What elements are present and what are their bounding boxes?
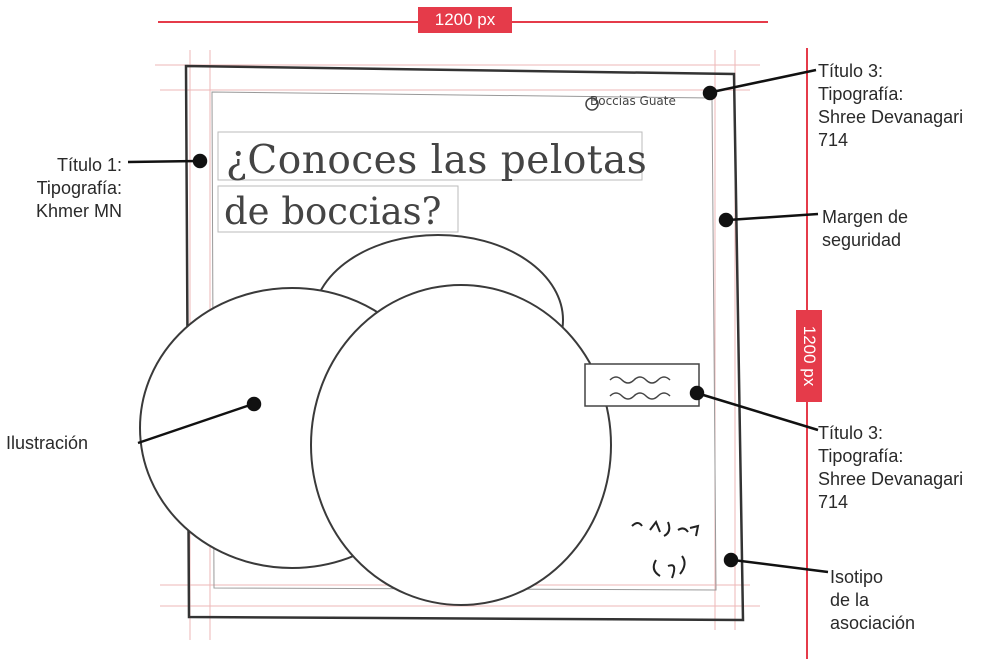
sketch-brand-mark: Boccias Guate (590, 94, 676, 108)
isotype-sketch (631, 519, 700, 579)
annotation-ilustracion: Ilustración (6, 433, 89, 453)
sketch-headline-line2: de boccias? (224, 190, 442, 233)
leader-lines (127, 68, 829, 574)
annotation-titulo-3-middle: Título 3: Tipografía: Shree Devanagari 7… (818, 423, 964, 512)
annotation-titulo-1: Título 1: Tipografía: Khmer MN (35, 155, 122, 221)
title-guide-box-2 (217, 185, 459, 233)
brand-mark-icon (585, 97, 599, 111)
title-guide-box-1 (217, 131, 643, 181)
small-text-box (584, 363, 700, 407)
balls-illustration (139, 234, 612, 606)
ball-front (310, 284, 612, 606)
height-dimension-label: 1200 px (796, 310, 822, 402)
width-dimension-label: 1200 px (418, 7, 512, 33)
sketch-headline-line1: ¿Conoces las pelotas (226, 138, 648, 183)
annotation-isotipo: Isotipo de la asociación (830, 567, 916, 633)
annotation-titulo-3-top: Título 3: Tipografía: Shree Devanagari 7… (818, 61, 964, 150)
annotation-margen-seguridad: Margen de seguridad (822, 207, 909, 250)
